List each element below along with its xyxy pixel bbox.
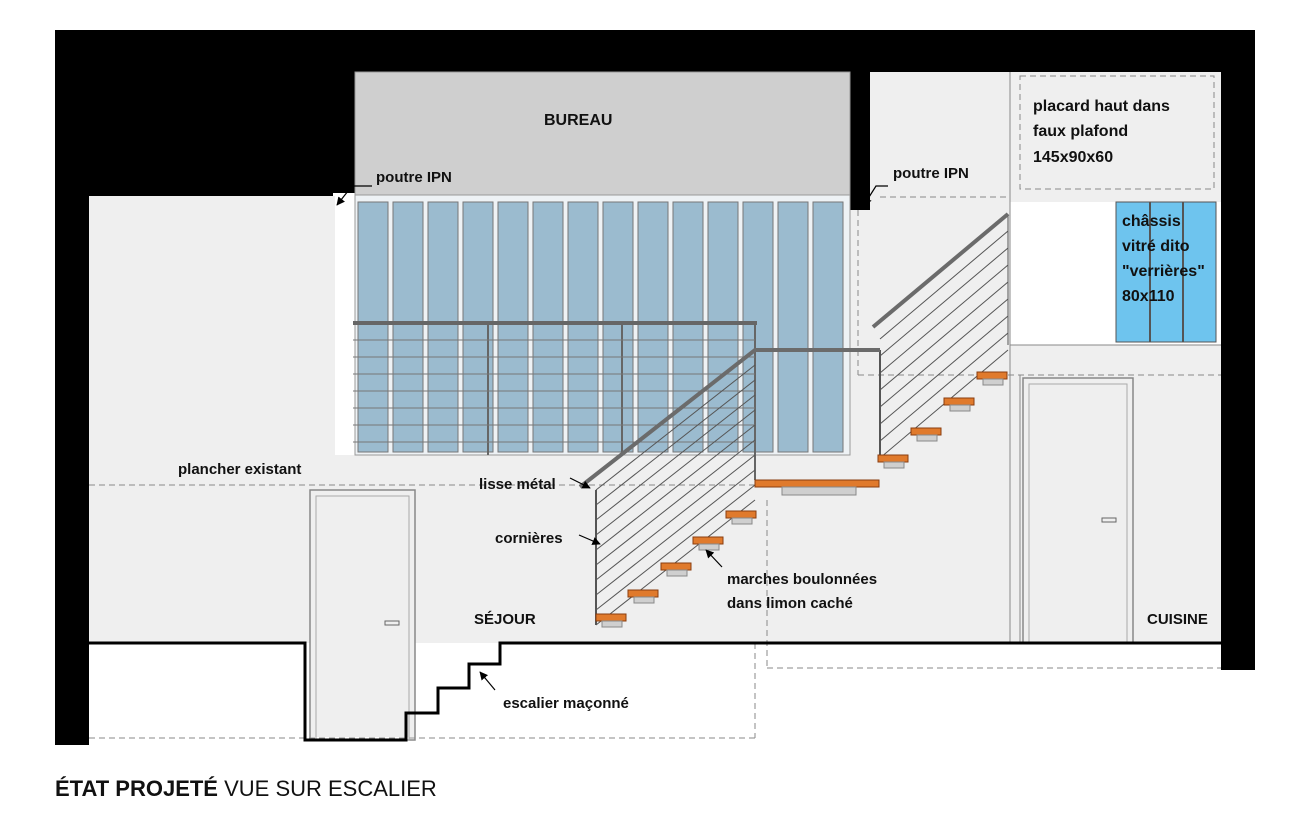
glass-panel — [602, 201, 634, 453]
label-cornieres: cornières — [495, 530, 563, 547]
glass-panel — [427, 201, 459, 453]
stair-step — [595, 613, 627, 628]
stair-step — [910, 427, 942, 442]
label-placard-3: 145x90x60 — [1033, 149, 1113, 166]
glass-panel — [742, 201, 774, 453]
glass-panel — [672, 201, 704, 453]
label-poutre-left: poutre IPN — [376, 169, 452, 186]
title-bold: ÉTAT PROJETÉ — [55, 776, 218, 801]
mezzanine-guardrail — [353, 321, 757, 480]
label-cuisine: CUISINE — [1147, 611, 1208, 628]
label-sejour: SÉJOUR — [474, 611, 536, 628]
label-marches-2: dans limon caché — [727, 595, 853, 612]
outer-walls — [55, 30, 1255, 745]
drawing-title: ÉTAT PROJETÉ VUE SUR ESCALIER — [55, 776, 437, 802]
glass-panel — [357, 201, 389, 453]
label-lisse: lisse métal — [479, 476, 556, 493]
glass-panel — [777, 201, 809, 453]
label-escalier: escalier maçonné — [503, 695, 629, 712]
room-fills — [89, 72, 1221, 737]
stair-step — [976, 371, 1008, 386]
glass-panel — [637, 201, 669, 453]
label-plancher: plancher existant — [178, 461, 301, 478]
glass-panel — [567, 201, 599, 453]
label-chassis-1: châssis — [1122, 213, 1181, 230]
label-marches-1: marches boulonnées — [727, 571, 877, 588]
staircase — [578, 212, 1010, 628]
label-bureau: BUREAU — [544, 112, 612, 129]
chassis-verrieres — [1115, 201, 1217, 343]
label-chassis-2: vitré dito — [1122, 238, 1190, 255]
glass-panel — [707, 201, 739, 453]
glass-panel — [812, 201, 844, 453]
stair-step — [660, 562, 692, 577]
label-chassis-3: "verrières" — [1122, 263, 1205, 280]
structure-lines — [1009, 72, 1221, 643]
label-chassis-4: 80x110 — [1122, 288, 1175, 305]
glass-panel — [392, 201, 424, 453]
landing — [754, 479, 880, 496]
labels: BUREAU poutre IPN poutre IPN placard hau… — [178, 98, 1208, 712]
label-placard-2: faux plafond — [1033, 123, 1128, 140]
dashed-guides — [89, 75, 1221, 739]
glass-panel — [532, 201, 564, 453]
stair-step — [627, 589, 659, 604]
label-poutre-right: poutre IPN — [893, 165, 969, 182]
leader-arrows — [336, 185, 888, 691]
bureau-band — [354, 71, 851, 196]
handrail-lisse-metal — [578, 212, 1010, 489]
title-rest: VUE SUR ESCALIER — [217, 776, 437, 801]
glass-panel — [497, 201, 529, 453]
stair-step — [943, 397, 975, 412]
stair-step — [725, 510, 757, 525]
stair-step — [877, 454, 909, 469]
label-placard-1: placard haut dans — [1033, 98, 1170, 115]
masonry-stair-outline — [89, 641, 1221, 742]
